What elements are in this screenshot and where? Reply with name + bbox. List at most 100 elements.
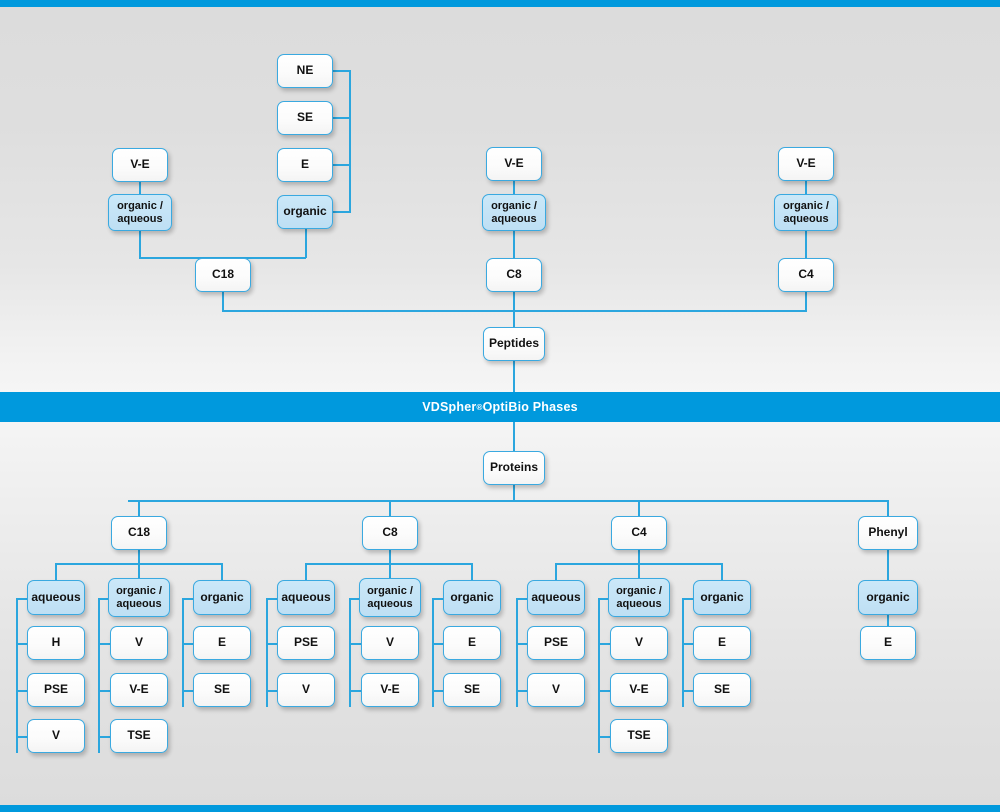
node-c4-peptides[interactable]: C4	[778, 258, 834, 292]
node-c18-organic-e[interactable]: E	[193, 626, 251, 660]
connector-c18-fan-drop	[138, 550, 140, 564]
node-organic-aqueous-c18[interactable]: organic / aqueous	[108, 578, 170, 617]
rail-c4-aqueous	[516, 598, 518, 707]
connector-c18-to-organic	[221, 563, 223, 580]
node-organic-aqueous-c8[interactable]: organic / aqueous	[359, 578, 421, 617]
node-c4-aqueous-pse[interactable]: PSE	[527, 626, 585, 660]
node-c18-aqueous-h[interactable]: H	[27, 626, 85, 660]
node-c4-orgaq-v[interactable]: V	[610, 626, 668, 660]
brand-banner: VDSpher® OptiBio Phases	[0, 392, 1000, 422]
node-c4-proteins[interactable]: C4	[611, 516, 667, 550]
rail-c8-orgaq	[349, 598, 351, 707]
rail-c18-aqueous	[16, 598, 18, 753]
stub-c18-aqueous-3	[16, 736, 29, 738]
node-ve-peptides-c8[interactable]: V-E	[486, 147, 542, 181]
node-c4-orgaq-ve[interactable]: V-E	[610, 673, 668, 707]
node-ne[interactable]: NE	[277, 54, 333, 88]
stub-c18-aqueous-head	[16, 598, 29, 600]
node-c8-orgaq-ve[interactable]: V-E	[361, 673, 419, 707]
node-aqueous-c18[interactable]: aqueous	[27, 580, 85, 615]
node-c18-organic-se[interactable]: SE	[193, 673, 251, 707]
connector-se-stub	[333, 117, 351, 119]
connector-c8-orgaq-to-c8	[513, 230, 515, 273]
node-aqueous-c8[interactable]: aqueous	[277, 580, 335, 615]
connector-e-stub	[333, 164, 351, 166]
stub-c18-organic-2	[182, 690, 195, 692]
connector-peptides-to-banner	[513, 361, 515, 393]
connector-c4-to-bus	[805, 292, 807, 311]
connector-organic-stub	[333, 211, 351, 213]
node-c18-orgaq-v[interactable]: V	[110, 626, 168, 660]
node-c8-organic-e[interactable]: E	[443, 626, 501, 660]
node-phenyl-proteins[interactable]: Phenyl	[858, 516, 918, 550]
node-organic-c4[interactable]: organic	[693, 580, 751, 615]
connector-c8-to-orgaq	[389, 563, 391, 580]
stub-c4-aqueous-2	[516, 690, 529, 692]
node-organic-peptides-c18[interactable]: organic	[277, 195, 333, 229]
connector-proteins-drop	[513, 485, 515, 501]
node-e[interactable]: E	[277, 148, 333, 182]
connector-peptides-drop	[513, 310, 515, 328]
connector-c18-to-aqueous	[55, 563, 57, 580]
node-ve-peptides-c18[interactable]: V-E	[112, 148, 168, 182]
connector-c18-organic-down	[305, 228, 307, 258]
stub-c4-organic-head	[682, 598, 695, 600]
node-c8-aqueous-v[interactable]: V	[277, 673, 335, 707]
connector-ne-stub	[333, 70, 351, 72]
connector-proteins-bus	[128, 500, 888, 502]
connector-bus-to-phenyl	[887, 500, 889, 516]
connector-c8-to-aqueous	[305, 563, 307, 580]
stub-c4-organic-1	[682, 643, 695, 645]
stub-c8-aqueous-head	[266, 598, 279, 600]
node-organic-aqueous-peptides-c4[interactable]: organic / aqueous	[774, 194, 838, 231]
banner-product: OptiBio Phases	[482, 400, 578, 414]
node-c18-orgaq-ve[interactable]: V-E	[110, 673, 168, 707]
node-c4-organic-se[interactable]: SE	[693, 673, 751, 707]
node-c18-aqueous-pse[interactable]: PSE	[27, 673, 85, 707]
node-se[interactable]: SE	[277, 101, 333, 135]
connector-c18-to-bus	[222, 292, 224, 311]
node-c8-aqueous-pse[interactable]: PSE	[277, 626, 335, 660]
stub-c18-orgaq-1	[98, 643, 110, 645]
node-c18-orgaq-tse[interactable]: TSE	[110, 719, 168, 753]
node-c18-aqueous-v[interactable]: V	[27, 719, 85, 753]
connector-bus-to-c8	[389, 500, 391, 516]
node-c18-peptides[interactable]: C18	[195, 258, 251, 292]
node-c8-peptides[interactable]: C8	[486, 258, 542, 292]
node-proteins-root[interactable]: Proteins	[483, 451, 545, 485]
stub-c4-orgaq-1	[598, 643, 610, 645]
node-organic-aqueous-c4[interactable]: organic / aqueous	[608, 578, 670, 617]
connector-c18-ve-to-orgaq	[139, 182, 141, 195]
node-c8-organic-se[interactable]: SE	[443, 673, 501, 707]
node-organic-c8[interactable]: organic	[443, 580, 501, 615]
rail-c4-orgaq	[598, 598, 600, 753]
connector-c4-ve-to-orgaq	[805, 181, 807, 195]
stub-c8-orgaq-2	[349, 690, 361, 692]
node-ve-peptides-c4[interactable]: V-E	[778, 147, 834, 181]
connector-bus-to-c4	[638, 500, 640, 516]
stub-c18-orgaq-2	[98, 690, 110, 692]
registered-mark-icon: ®	[476, 402, 483, 412]
rail-c8-aqueous	[266, 598, 268, 707]
rail-c8-organic	[432, 598, 434, 707]
node-organic-aqueous-peptides-c18[interactable]: organic / aqueous	[108, 194, 172, 231]
node-peptides-root[interactable]: Peptides	[483, 327, 545, 361]
node-phenyl-organic-e[interactable]: E	[860, 626, 916, 660]
bottom-accent-bar	[0, 805, 1000, 812]
stub-c4-orgaq-head	[598, 598, 610, 600]
connector-c4-to-aqueous	[555, 563, 557, 580]
stub-c4-aqueous-head	[516, 598, 529, 600]
node-c4-aqueous-v[interactable]: V	[527, 673, 585, 707]
node-c18-proteins[interactable]: C18	[111, 516, 167, 550]
connector-c8-fan-drop	[389, 550, 391, 564]
node-organic-aqueous-peptides-c8[interactable]: organic / aqueous	[482, 194, 546, 231]
node-c8-orgaq-v[interactable]: V	[361, 626, 419, 660]
node-organic-c18[interactable]: organic	[193, 580, 251, 615]
node-aqueous-c4[interactable]: aqueous	[527, 580, 585, 615]
node-c4-organic-e[interactable]: E	[693, 626, 751, 660]
stub-c8-aqueous-1	[266, 643, 279, 645]
node-c4-orgaq-tse[interactable]: TSE	[610, 719, 668, 753]
node-c8-proteins[interactable]: C8	[362, 516, 418, 550]
node-organic-phenyl[interactable]: organic	[858, 580, 918, 615]
